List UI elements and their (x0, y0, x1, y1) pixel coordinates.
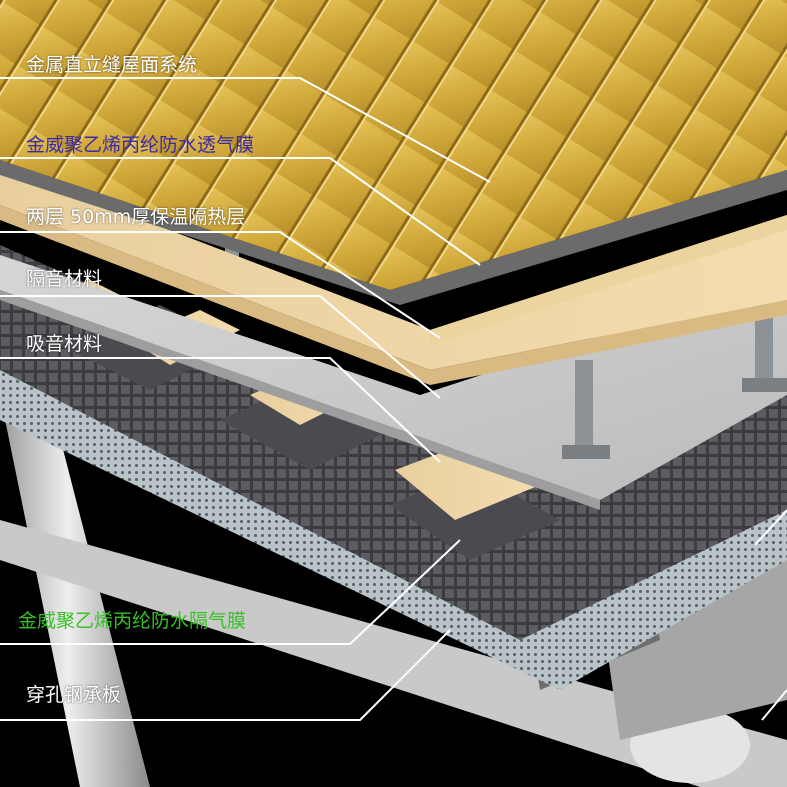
label-sound-absorber: 吸音材料 (26, 333, 103, 355)
metal-standing-seam-roof (0, 0, 787, 290)
leader-line-right-1 (754, 509, 787, 546)
label-perforated-deck: 穿孔钢承板 (26, 684, 122, 706)
leader-line-perforated-deck (0, 629, 451, 721)
leader-line-sound-barrier (0, 295, 441, 399)
label-breathable-membrane: 金威聚乙烯丙纶防水透气膜 (26, 134, 255, 156)
leader-lines (0, 77, 787, 721)
leader-line-breathable-membrane (0, 157, 481, 266)
leader-line-insulation (0, 231, 441, 339)
leader-line-right-2 (761, 689, 787, 721)
label-sound-barrier: 隔音材料 (26, 268, 103, 290)
insulation-layers (0, 165, 787, 385)
leader-line-sound-absorber (0, 357, 441, 463)
label-vapor-barrier: 金威聚乙烯丙纶防水隔气膜 (18, 610, 247, 632)
label-insulation: 两层 50mm厚保温隔热层 (26, 206, 246, 228)
label-metal-roof: 金属直立缝屋面系统 (26, 54, 198, 76)
membrane-strip (0, 160, 787, 305)
leader-line-metal-roof (0, 77, 491, 183)
leader-line-vapor-barrier (0, 539, 461, 645)
